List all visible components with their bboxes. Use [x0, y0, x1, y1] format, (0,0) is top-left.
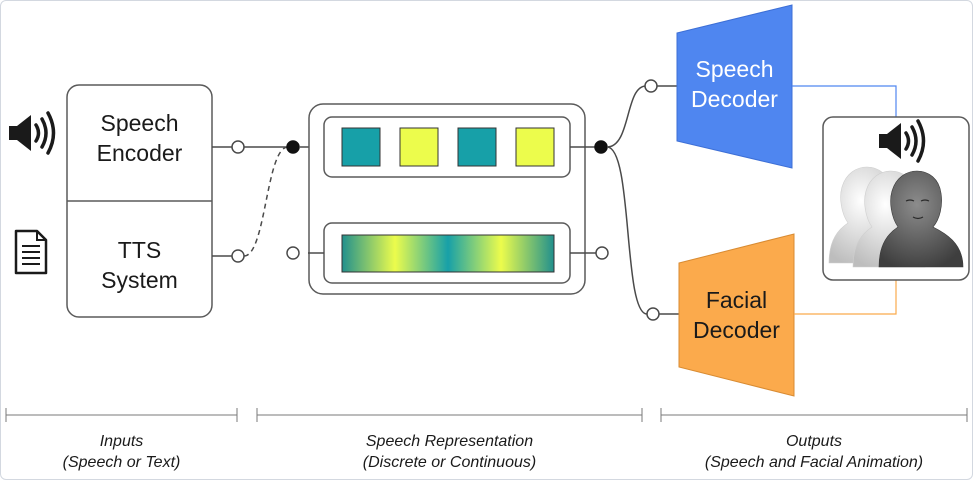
inputs-caption-subtitle: (Speech or Text) [62, 454, 181, 471]
speech-decoder-label: Speech Decoder [677, 54, 792, 114]
outputs-caption-title: Outputs [785, 433, 843, 450]
speech-decoder-label-line2: Decoder [691, 86, 778, 112]
inputs-caption-title: Inputs [99, 433, 144, 450]
decoder-connectors [570, 79, 679, 321]
output-block [822, 116, 970, 281]
speaker-icon [879, 119, 926, 163]
facial-decoder-port [646, 307, 660, 321]
discrete-token-3 [457, 127, 497, 167]
speech-encoder-label-line1: Speech [100, 110, 179, 136]
continuous-out-port [595, 246, 609, 260]
facial-decoder-label-line1: Facial [705, 287, 768, 313]
outputs-caption-subtitle: (Speech and Facial Animation) [704, 454, 924, 471]
tts-system-label-line1: TTS [117, 237, 162, 263]
speech-decoder-shape [676, 4, 793, 169]
speech-encoder-label-line2: Encoder [96, 140, 183, 166]
discrete-token-1 [341, 127, 381, 167]
input-connectors [212, 140, 324, 263]
speech-representation-block [286, 103, 609, 295]
facial-decoder-label-line2: Decoder [693, 317, 780, 343]
speech-decoder-port [644, 79, 658, 93]
face-renders-icon [828, 166, 964, 268]
discrete-token-4 [515, 127, 555, 167]
representation-caption-title: Speech Representation [365, 433, 534, 450]
speaker-icon [9, 111, 56, 155]
switch-node-right [594, 140, 608, 154]
switch-node-left [286, 140, 300, 154]
facial-output-line [794, 280, 897, 315]
continuous-feature-bar [341, 234, 555, 273]
outputs-caption: Outputs (Speech and Facial Animation) [661, 431, 967, 473]
section-rulers [5, 408, 968, 422]
speech-output-line [792, 85, 897, 117]
tts-system-label-line2: System [101, 267, 178, 293]
document-icon [14, 229, 48, 275]
tts-port [231, 249, 245, 263]
facial-decoder-label: Facial Decoder [679, 285, 794, 345]
representation-caption: Speech Representation (Discrete or Conti… [257, 431, 642, 473]
speech-encoder-label: Speech Encoder [67, 108, 212, 168]
continuous-in-port [286, 246, 300, 260]
tts-system-label: TTS System [67, 235, 212, 295]
speech-encoder-port [231, 140, 245, 154]
representation-caption-subtitle: (Discrete or Continuous) [362, 454, 537, 471]
input-block [66, 84, 213, 318]
speech-decoder-label-line1: Speech [695, 56, 774, 82]
facial-decoder-shape [678, 233, 795, 397]
discrete-token-2 [399, 127, 439, 167]
inputs-caption: Inputs (Speech or Text) [6, 431, 237, 473]
